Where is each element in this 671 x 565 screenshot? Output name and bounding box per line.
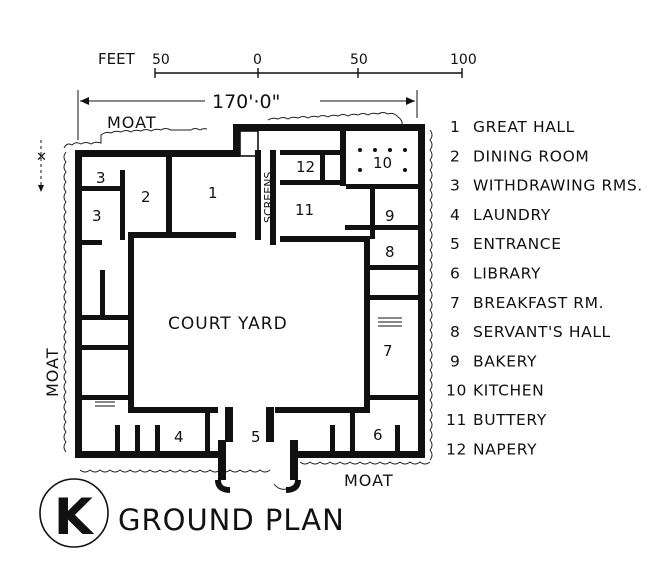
plan-title: K GROUND PLAN [39,478,345,548]
legend-number-10: 10 [446,382,467,400]
title-letter: K [54,488,95,546]
legend-name-9: BAKERY [473,352,537,370]
courtyard-walls [128,232,370,442]
room-number-4: 4 [174,428,184,446]
scale-tick-0: 0 [253,52,262,68]
legend-number-11: 11 [446,411,467,429]
room-number-10: 10 [373,154,392,172]
outer-walls [75,124,425,493]
scale-tick-minus-50: 50 [152,52,170,68]
dimension-line: 170'·0" [77,90,418,140]
legend-name-8: SERVANT'S HALL [473,323,611,341]
room-number-2: 2 [141,188,151,206]
title-text: GROUND PLAN [118,503,345,537]
legend-name-12: NAPERY [473,440,537,458]
legend-name-2: DINING ROOM [473,147,589,165]
legend-name-3: WITHDRAWING RMS. [473,177,643,195]
room-number-8: 8 [385,243,395,261]
title-circle [39,478,109,548]
legend-number-2: 2 [450,147,460,165]
scale-feet-label: FEET [98,50,136,68]
legend: 1 GREAT HALL 2 DINING ROOM 3 WITHDRAWING RMS.… [446,118,643,458]
room-number-5: 5 [251,428,261,446]
room-number-9: 9 [385,207,395,225]
legend-name-6: LIBRARY [473,265,541,283]
interior-partitions [82,130,420,455]
court-yard-label: COURT YARD [168,314,288,334]
legend-name-11: BUTTERY [473,411,547,429]
moat-label-left: MOAT [43,347,62,397]
legend-number-8: 8 [450,323,460,341]
room-number-3-lower: 3 [92,207,102,225]
scale-tick-50: 50 [350,52,368,68]
north-arrow-icon: ✕ [36,140,47,192]
room-number-7: 7 [383,342,393,360]
legend-name-10: KITCHEN [473,382,544,400]
scale-tick-100: 100 [450,52,477,68]
legend-number-6: 6 [450,265,460,283]
svg-text:✕: ✕ [36,150,47,165]
room-number-11: 11 [295,201,314,219]
moat-label-bottom: MOAT [344,471,394,490]
scale-bar: FEET 50 0 50 100 [98,50,477,78]
legend-name-7: BREAKFAST RM. [473,294,604,312]
legend-number-9: 9 [450,352,460,370]
room-number-6: 6 [373,426,383,444]
legend-number-3: 3 [450,177,460,195]
legend-number-4: 4 [450,206,460,224]
legend-number-7: 7 [450,294,460,312]
screens-label: SCREENS [262,172,275,223]
legend-number-5: 5 [450,235,460,253]
legend-name-4: LAUNDRY [473,206,551,224]
moat-label-top: MOAT [107,113,157,132]
room-number-12: 12 [296,158,315,176]
legend-name-1: GREAT HALL [473,118,575,136]
legend-name-5: ENTRANCE [473,235,562,253]
room-labels: COURT YARD SCREENS 1 2 3 3 4 5 6 7 8 9 1… [92,154,395,446]
room-number-3-upper: 3 [96,169,106,187]
dimension-label: 170'·0" [212,91,280,113]
legend-number-1: 1 [450,118,460,136]
legend-number-12: 12 [446,440,467,458]
room-number-1: 1 [208,184,218,202]
